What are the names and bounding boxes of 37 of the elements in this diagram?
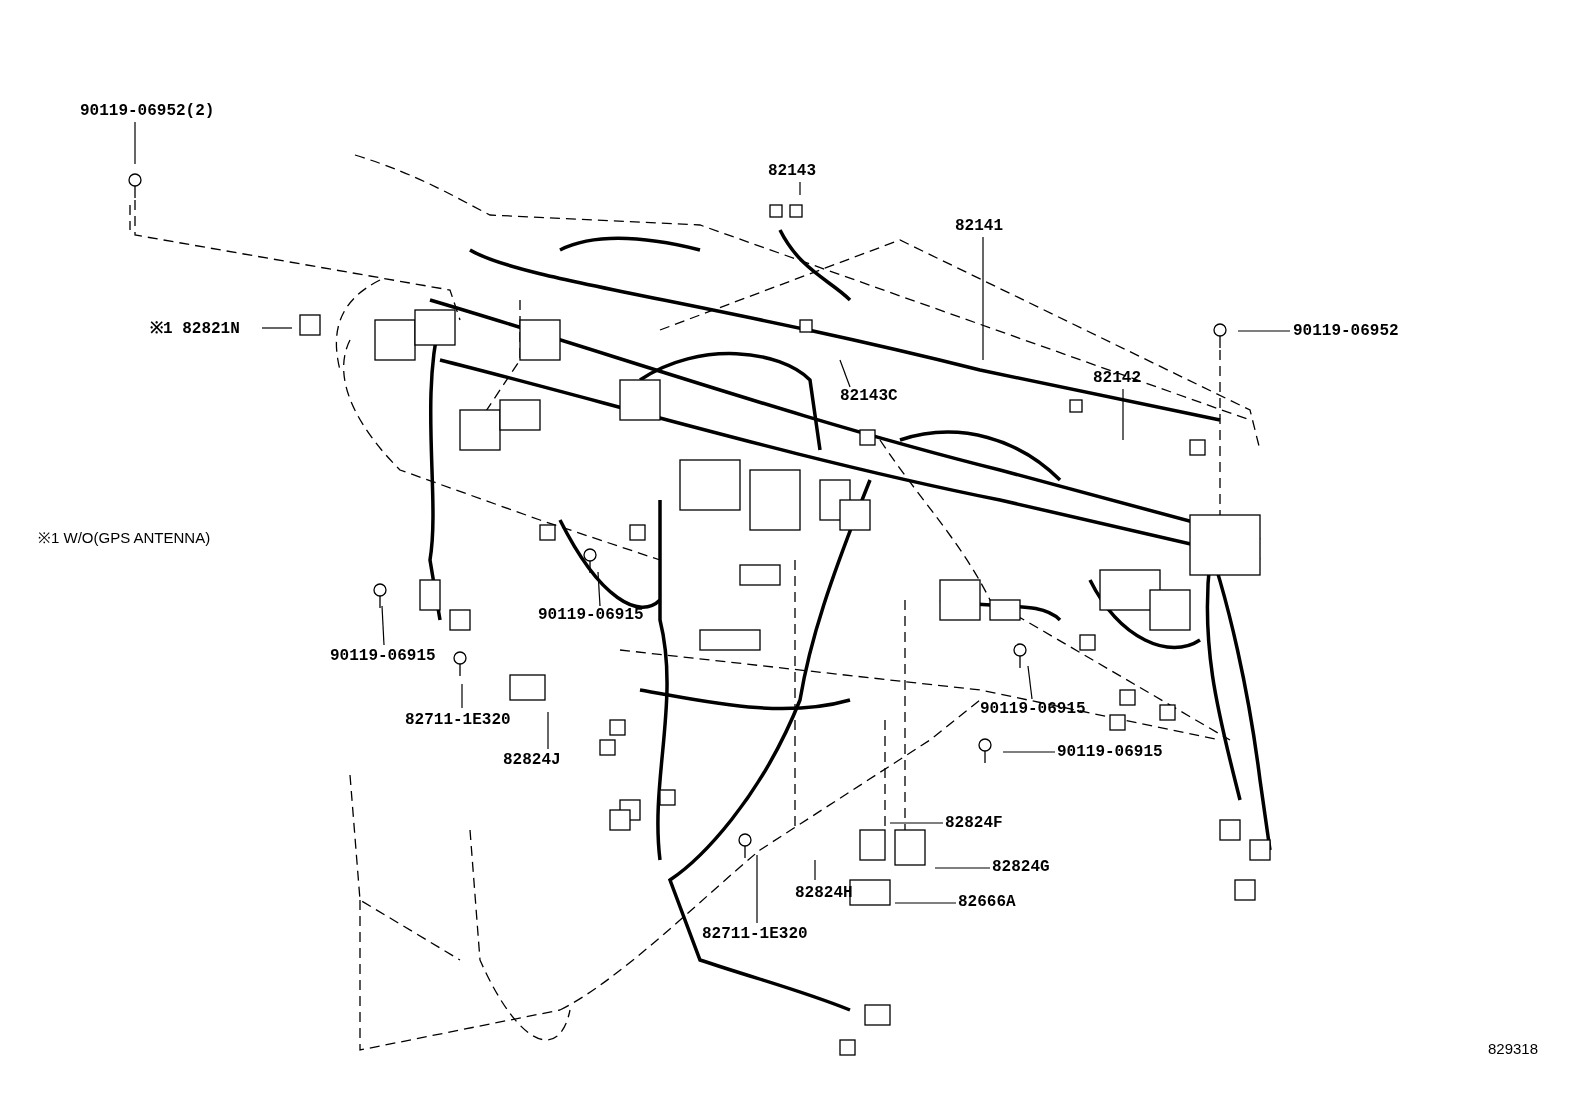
part-number: 90119-06915 [1057, 743, 1163, 761]
leader-line [134, 121, 136, 165]
part-number: 82711-1E320 [405, 711, 511, 729]
leader-line [889, 822, 944, 824]
part-number: 90119-06915 [330, 647, 436, 665]
part-number: 90119-06952 [1293, 322, 1399, 340]
leader-line [982, 236, 984, 361]
leader-line [381, 605, 385, 646]
part-number: 82143 [768, 162, 816, 180]
leader-line [894, 902, 957, 904]
note-text: ※1 W/O(GPS ANTENNA) [38, 528, 211, 547]
part-number: 82142 [1093, 369, 1141, 387]
leader-line [261, 327, 293, 329]
part-number: 82141 [955, 217, 1003, 235]
leader-line [756, 854, 758, 924]
leader-line [1122, 388, 1124, 441]
part-number: 82824F [945, 814, 1003, 832]
leader-line [839, 359, 851, 388]
leader-line [461, 683, 463, 709]
part-number: 90119-06952(2) [80, 102, 215, 120]
leader-line [1002, 751, 1056, 753]
leader-line [1237, 330, 1291, 332]
part-number: 82824G [992, 858, 1050, 876]
leader-line [547, 711, 549, 750]
leader-line [934, 867, 991, 869]
part-number: 82143C [840, 387, 898, 405]
drawing-number: 829318 [1488, 1040, 1539, 1057]
part-number: ※1 82821N [150, 316, 240, 338]
leader-line [1027, 665, 1033, 700]
part-number: 82824J [503, 751, 561, 769]
part-number: 82666A [958, 893, 1016, 911]
part-number: 90119-06915 [980, 700, 1086, 718]
part-number: 90119-06915 [538, 606, 644, 624]
leader-line [597, 571, 601, 607]
part-number: 82711-1E320 [702, 925, 808, 943]
leader-line [814, 859, 816, 881]
leader-line [799, 181, 801, 196]
